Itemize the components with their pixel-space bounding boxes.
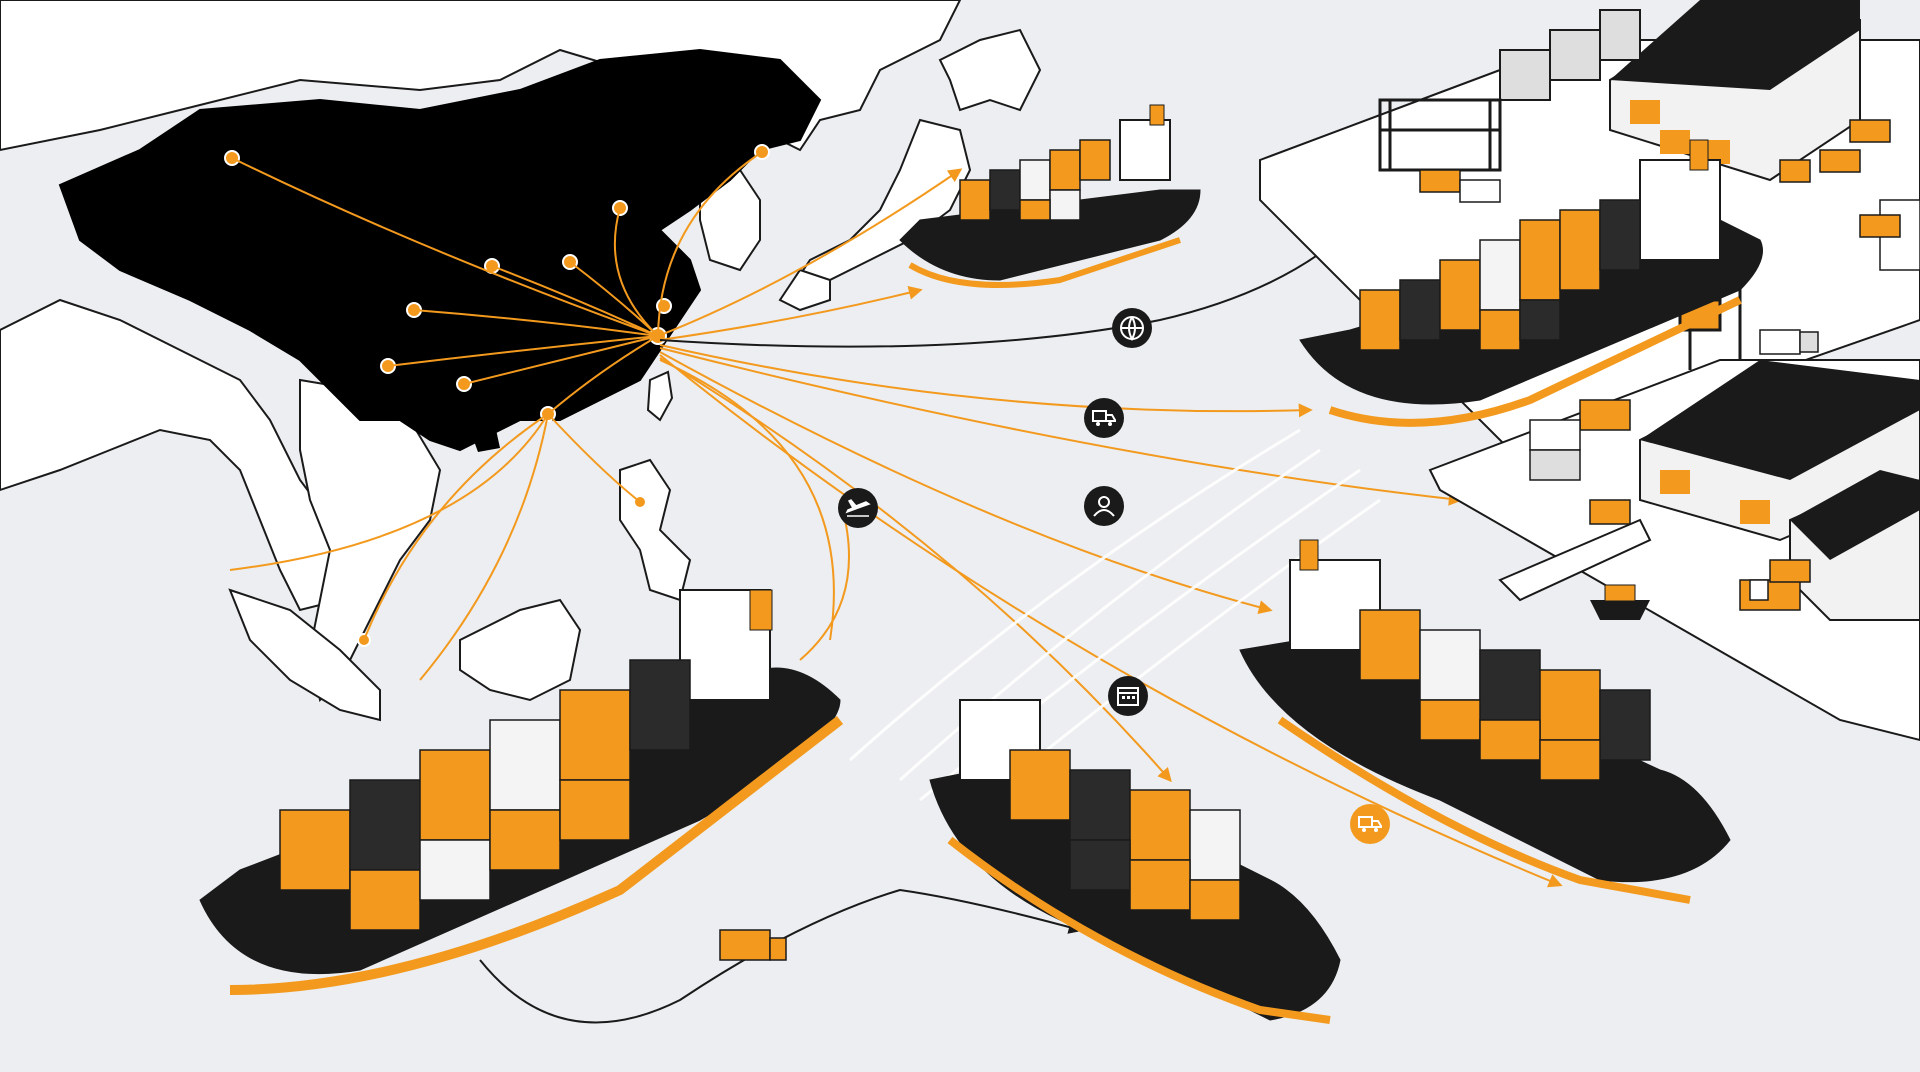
korea-peninsula: [699, 168, 761, 272]
japan-south-island: [778, 268, 831, 312]
globe-icon: [1112, 308, 1152, 348]
location-person-icon: [1084, 486, 1124, 526]
export-routes: [657, 168, 1563, 888]
trucks-at-port: [1589, 329, 1819, 601]
airplane-icon: [838, 488, 878, 528]
china-landmass-highlight: [58, 48, 822, 452]
japan-north-island: [938, 28, 1042, 112]
truck-icon: [1084, 398, 1124, 438]
crane-yard: [1378, 98, 1502, 172]
taiwan-island: [646, 370, 674, 422]
warehouse-top-right: [1609, 0, 1861, 182]
ship-right-middle: [1239, 539, 1731, 904]
warehouse-right-bottom: [1789, 470, 1920, 621]
orange-truck-icon: [1350, 804, 1390, 844]
hainan-island: [470, 425, 500, 452]
domestic-routes: [229, 151, 763, 681]
philippines-island: [619, 458, 692, 602]
ship-large-left: [199, 589, 844, 995]
calendar-icon: [1108, 676, 1148, 716]
depot-sheds: [1499, 9, 1641, 101]
yard-containers: [1419, 119, 1920, 611]
borneo-island: [459, 598, 582, 702]
ship-center-bottom: [929, 699, 1341, 1024]
pier: [1498, 518, 1652, 602]
ship-right-top: [1299, 139, 1763, 427]
tugboat: [1590, 584, 1650, 620]
sumatra-island: [228, 588, 381, 722]
ship-top-center: [899, 104, 1201, 288]
orange-cargo-truck: [719, 929, 787, 961]
